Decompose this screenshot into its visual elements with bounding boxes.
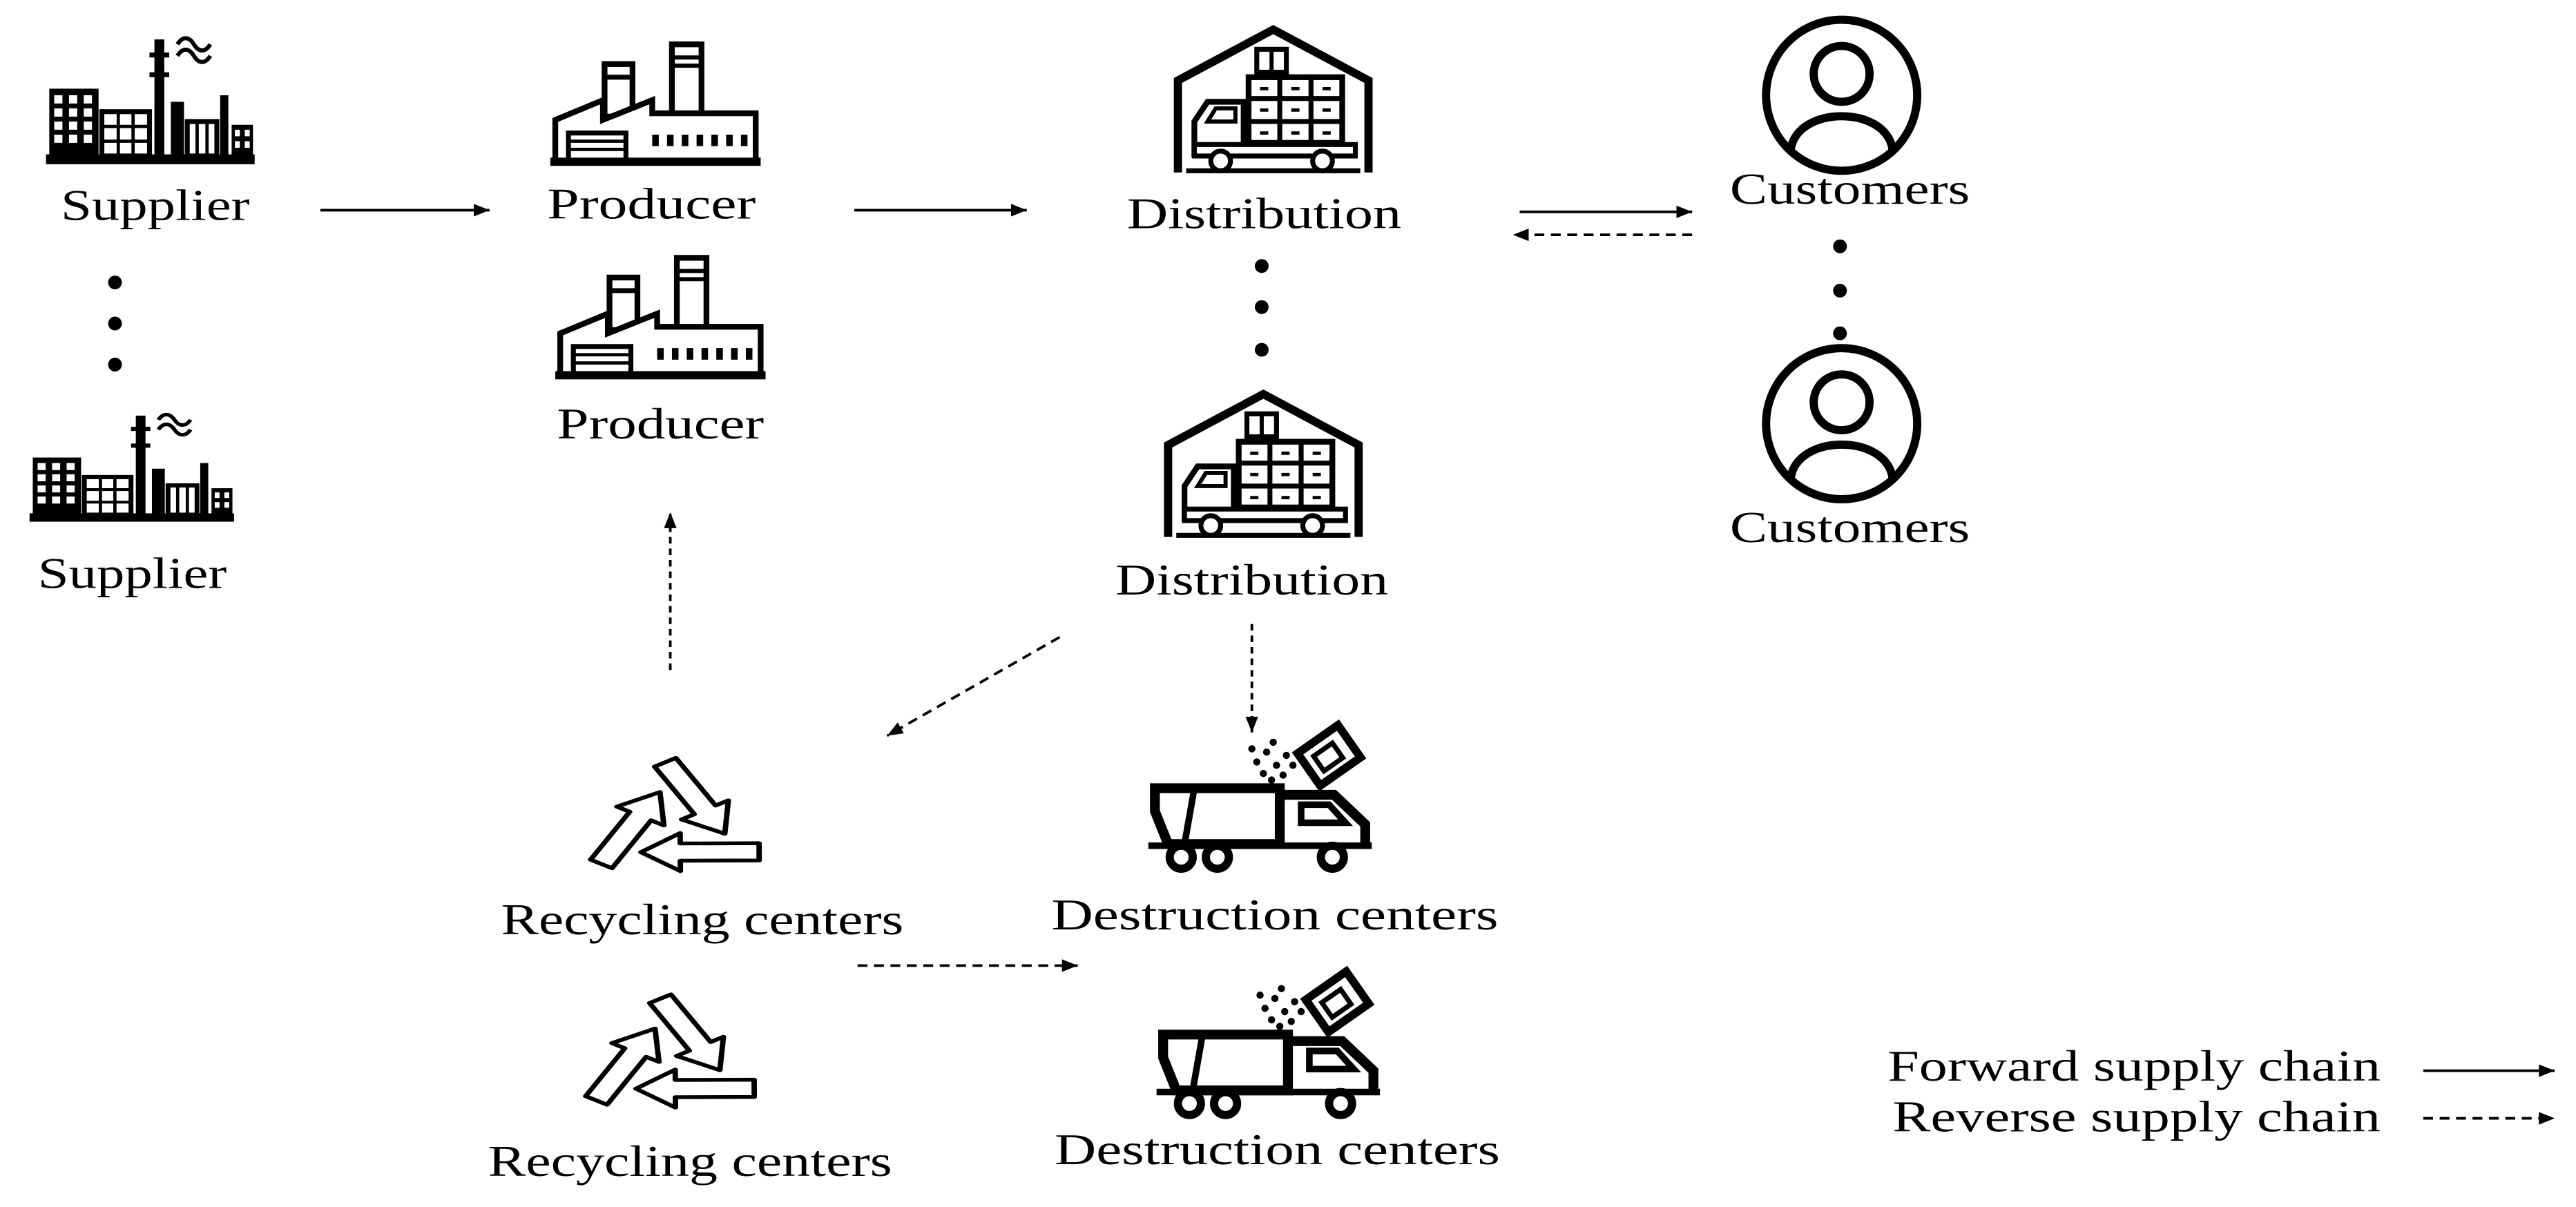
ellipsis-dot bbox=[1833, 239, 1847, 253]
legend-reverse-label: Reverse supply chain bbox=[1892, 1093, 2381, 1141]
garbage-truck-icon bbox=[1148, 725, 1372, 869]
customers-label: Customers bbox=[1730, 503, 1970, 552]
distribution-ellipsis bbox=[1254, 259, 1269, 357]
recycle-icon bbox=[590, 753, 769, 894]
ellipsis-dot bbox=[1254, 259, 1269, 273]
destruction-centers-label: Destruction centers bbox=[1055, 1126, 1500, 1174]
ellipsis-dot bbox=[1833, 283, 1847, 298]
distribution-label: Distribution bbox=[1127, 190, 1401, 238]
legend: Forward supply chain Reverse supply chai… bbox=[1887, 1042, 2555, 1141]
ellipsis-dot bbox=[1833, 326, 1847, 340]
ellipsis-dot bbox=[108, 316, 122, 331]
destruction-node-2: Destruction centers bbox=[1055, 972, 1500, 1174]
distribution-node-1: Distribution bbox=[1127, 30, 1401, 238]
warehouse-truck-icon bbox=[1178, 30, 1369, 173]
producer-node-1: Producer bbox=[547, 44, 760, 228]
recycling-node-2: Recycling centers bbox=[488, 990, 892, 1186]
industrial-plant-icon bbox=[30, 414, 234, 521]
producer-node-2: Producer bbox=[555, 258, 765, 448]
recycling-node-1: Recycling centers bbox=[501, 753, 904, 944]
supplier-label: Supplier bbox=[61, 182, 250, 230]
garbage-truck-icon bbox=[1157, 972, 1381, 1115]
recycle-icon bbox=[586, 990, 765, 1131]
warehouse-truck-icon bbox=[1168, 394, 1358, 537]
destruction-centers-label: Destruction centers bbox=[1051, 891, 1498, 939]
distribution-node-2: Distribution bbox=[1115, 394, 1388, 604]
industrial-plant-icon bbox=[46, 38, 255, 164]
producer-label: Producer bbox=[557, 400, 764, 448]
distribution-label: Distribution bbox=[1115, 556, 1388, 604]
supplier-ellipsis bbox=[108, 276, 122, 371]
producer-label: Producer bbox=[547, 180, 756, 228]
user-icon bbox=[1766, 20, 1917, 171]
destruction-node-1: Destruction centers bbox=[1051, 725, 1498, 939]
legend-forward-label: Forward supply chain bbox=[1887, 1042, 2381, 1090]
customer-ellipsis bbox=[1833, 239, 1847, 340]
factory-icon bbox=[555, 258, 765, 379]
supplier-label: Supplier bbox=[38, 549, 227, 597]
ellipsis-dot bbox=[108, 357, 122, 371]
ellipsis-dot bbox=[108, 276, 122, 290]
legend-item-forward: Forward supply chain bbox=[1887, 1042, 2555, 1090]
customer-node-2: Customers bbox=[1730, 348, 1970, 552]
customers-label: Customers bbox=[1730, 165, 1970, 213]
ellipsis-dot bbox=[1254, 342, 1269, 357]
supplier-node-2: Supplier bbox=[30, 414, 234, 597]
recycling-centers-label: Recycling centers bbox=[501, 896, 904, 944]
recycling-centers-label: Recycling centers bbox=[488, 1137, 892, 1186]
reverse-arrow-distribution-to-recycling bbox=[886, 636, 1061, 737]
customer-node-1: Customers bbox=[1730, 20, 1970, 213]
factory-icon bbox=[550, 44, 760, 166]
ellipsis-dot bbox=[1254, 300, 1269, 314]
supplier-node-1: Supplier bbox=[46, 38, 255, 230]
legend-item-reverse: Reverse supply chain bbox=[1892, 1093, 2555, 1141]
user-icon bbox=[1766, 348, 1917, 499]
